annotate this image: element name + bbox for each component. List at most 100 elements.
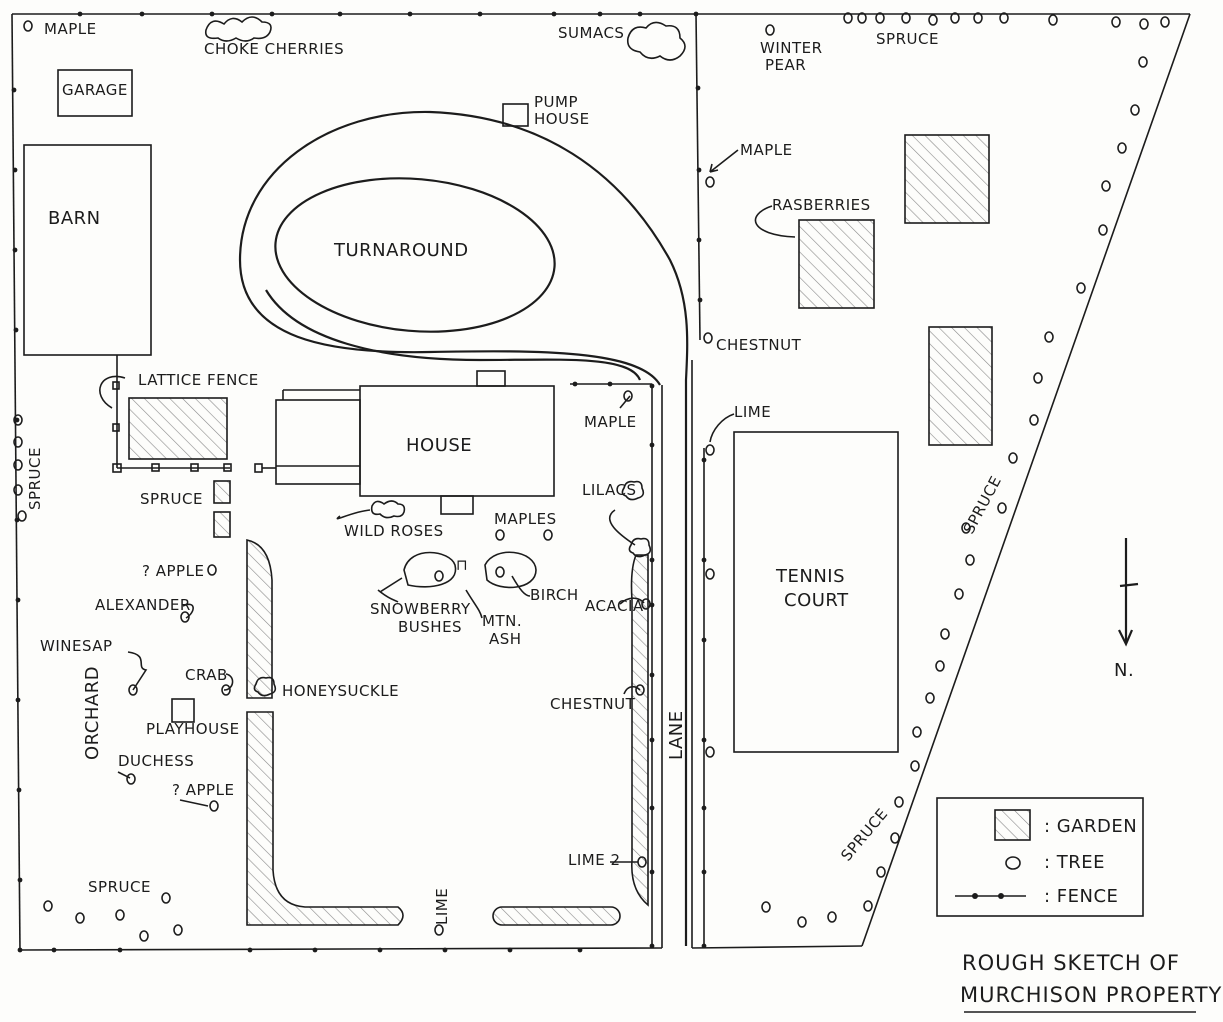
fence-post — [15, 697, 21, 703]
legend-label-fence: : FENCE — [1044, 886, 1118, 907]
fence-post — [597, 11, 603, 17]
mtn-ash-symbol: ⊓ — [456, 556, 468, 574]
tree-icon — [115, 909, 125, 921]
tree-icon — [495, 566, 505, 578]
tree-icon — [13, 414, 23, 426]
svg-text:BARN: BARN — [48, 208, 101, 229]
fence-post — [696, 237, 702, 243]
tree-icon — [1117, 142, 1127, 154]
tree-icon — [857, 12, 867, 24]
fence-post — [269, 11, 275, 17]
fence-post — [696, 167, 702, 173]
playhouse — [171, 698, 195, 723]
tree-icon — [910, 760, 920, 772]
tree-icon — [434, 924, 444, 936]
svg-text:GARAGE: GARAGE — [62, 81, 128, 99]
legend-label-tree: : TREE — [1044, 852, 1105, 873]
honeysuckle-shrub — [253, 676, 277, 697]
tree-icon — [973, 12, 983, 24]
svg-text:BUSHES: BUSHES — [398, 618, 462, 636]
svg-text:MAPLE: MAPLE — [740, 141, 793, 159]
tree-icon — [1076, 282, 1086, 294]
svg-text:LIME: LIME — [734, 403, 771, 421]
title-line-1: ROUGH SKETCH OF — [962, 951, 1180, 975]
garden-lattice — [128, 397, 228, 460]
tree-icon — [999, 12, 1009, 24]
svg-text:ACACIA: ACACIA — [585, 597, 644, 615]
fence-post — [51, 947, 57, 953]
pointer-arrows — [117, 149, 739, 863]
svg-text:CHESTNUT: CHESTNUT — [716, 336, 802, 354]
tree-icon — [950, 12, 960, 24]
tree-icon — [912, 726, 922, 738]
garden-small-1 — [213, 480, 231, 504]
tree-icon — [13, 459, 23, 471]
tree-icon — [13, 436, 23, 448]
fence-post — [77, 11, 83, 17]
tree-icon — [641, 598, 651, 610]
svg-text:SPRUCE: SPRUCE — [837, 805, 891, 865]
svg-text:LIME: LIME — [433, 888, 451, 925]
tree-icon — [901, 12, 911, 24]
tree-icon — [209, 800, 219, 812]
fence-post — [17, 877, 23, 883]
svg-text:ALEXANDER: ALEXANDER — [95, 596, 191, 614]
tree-icon — [875, 12, 885, 24]
fence-post — [11, 87, 17, 93]
tree-icon — [623, 390, 633, 402]
tree-icon — [705, 568, 715, 580]
svg-text:COURT: COURT — [784, 590, 849, 611]
legend-label-garden: : GARDEN — [1044, 816, 1137, 837]
tree-icon — [17, 510, 27, 522]
svg-text:ORCHARD: ORCHARD — [82, 666, 103, 760]
tree-icon — [1048, 14, 1058, 26]
rasberries-arrow — [754, 205, 796, 238]
north-label: N. — [1114, 660, 1134, 681]
fence-post — [477, 11, 483, 17]
tree-icon — [705, 176, 715, 188]
svg-text:LATTICE FENCE: LATTICE FENCE — [138, 371, 259, 389]
tree-icon — [495, 529, 505, 541]
svg-text:DUCHESS: DUCHESS — [118, 752, 194, 770]
fence-post — [551, 11, 557, 17]
tree-icon — [843, 12, 853, 24]
svg-text:MAPLE: MAPLE — [584, 413, 637, 431]
tree-icon — [1098, 224, 1108, 236]
tennis-court: TENNIS COURT — [733, 431, 899, 753]
fence-post — [407, 11, 413, 17]
title-line-2: MURCHISON PROPERTY — [960, 983, 1222, 1007]
svg-text:RASBERRIES: RASBERRIES — [772, 196, 871, 214]
north-arrow[interactable]: N. — [1114, 538, 1139, 681]
svg-text:SNOWBERRY: SNOWBERRY — [370, 600, 471, 618]
lattice-fence: LATTICE FENCE — [99, 355, 259, 473]
svg-text:LANE: LANE — [666, 710, 687, 760]
choke-cherries-shrub — [204, 16, 272, 42]
turnaround: TURNAROUND — [238, 110, 689, 946]
fence-post — [697, 297, 703, 303]
svg-text:PUMP: PUMP — [534, 93, 578, 111]
house: HOUSE — [254, 370, 555, 515]
tree-icon — [1111, 16, 1121, 28]
tree-icon — [128, 684, 138, 696]
tree-icon — [221, 684, 231, 696]
tree-icon — [797, 916, 807, 928]
fence-post — [637, 11, 643, 17]
lilacs-shrub-1 — [621, 480, 645, 501]
wild-roses-shrub — [370, 500, 406, 519]
tree-icon — [1138, 56, 1148, 68]
fence-post — [209, 11, 215, 17]
tree-icon — [954, 588, 964, 600]
tree-icon — [863, 900, 873, 912]
tree-icon — [43, 900, 53, 912]
lane: LANE — [661, 360, 693, 948]
svg-text:SUMACS: SUMACS — [558, 24, 624, 42]
svg-text:HOUSE: HOUSE — [534, 110, 590, 128]
tree-icon — [925, 692, 935, 704]
garden-strip-south — [492, 906, 621, 926]
fence-post — [12, 247, 18, 253]
tree-icon — [1029, 414, 1039, 426]
tree-icon — [139, 930, 149, 942]
svg-text:LIME 2: LIME 2 — [568, 851, 621, 869]
svg-text:WINESAP: WINESAP — [40, 637, 113, 655]
map-title: ROUGH SKETCH OF MURCHISON PROPERTY — [960, 951, 1222, 1013]
